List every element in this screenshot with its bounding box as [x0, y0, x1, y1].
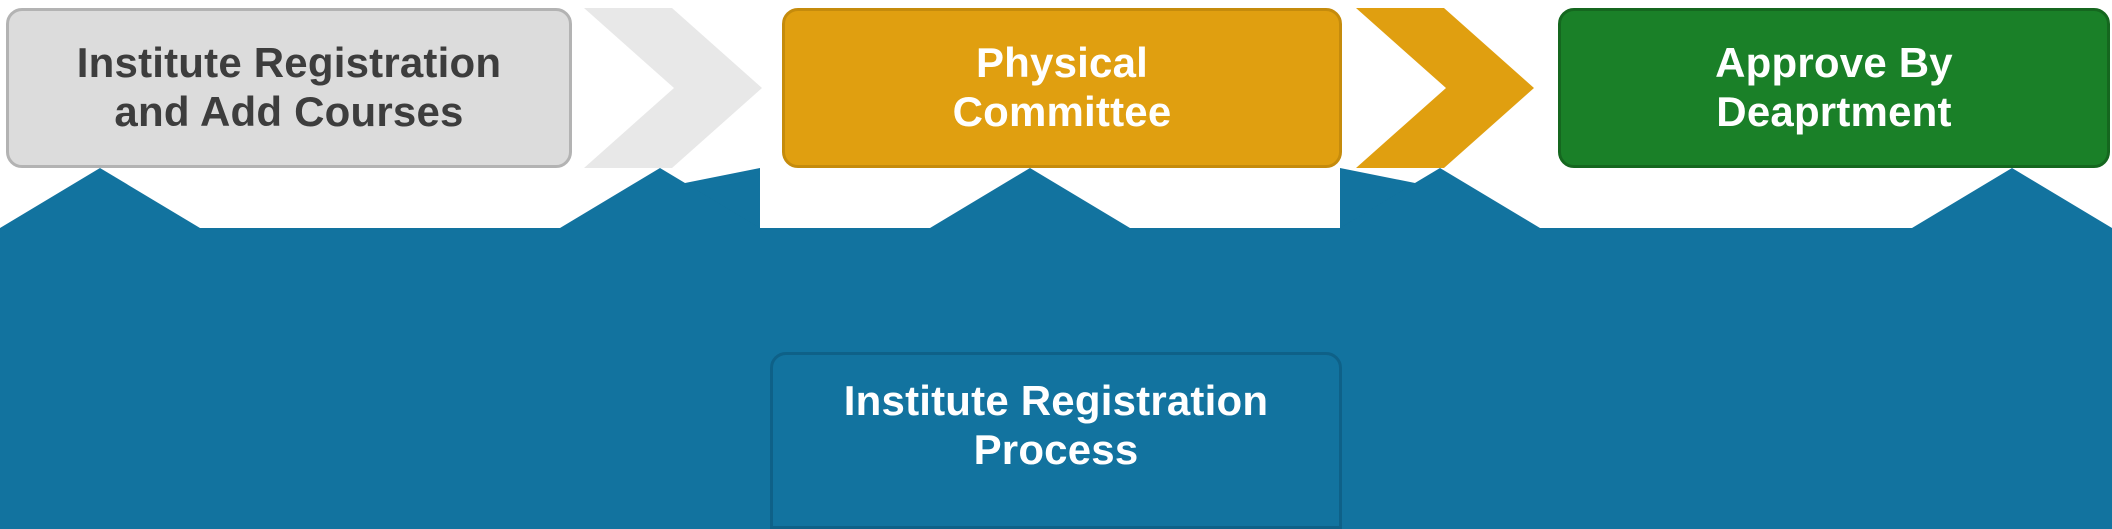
step-2-label-line1: Physical — [975, 39, 1149, 87]
step-3-label-line1: Approve By — [1715, 39, 1953, 87]
process-arrow-band — [0, 168, 2112, 529]
process-title-line2: Process — [973, 425, 1139, 473]
step-1-label: Institute Registration and Add Courses — [59, 39, 519, 136]
step-box-approve-by-department[interactable]: Approve By Deaprtment — [1558, 8, 2110, 168]
process-title-line1: Institute Registration — [843, 376, 1269, 424]
connector-2-chevron-icon — [1356, 8, 1534, 168]
process-title-label: Institute Registration Process — [826, 377, 1286, 504]
process-title-box: Institute Registration Process — [770, 352, 1342, 529]
step-3-label: Approve By Deaprtment — [1697, 39, 1971, 136]
step-box-institute-registration-and-add-courses[interactable]: Institute Registration and Add Courses — [6, 8, 572, 168]
step-1-label-line2: and Add Courses — [114, 88, 464, 135]
step-3-label-line2: Deaprtment — [1716, 88, 1952, 135]
step-box-physical-committee[interactable]: Physical Committee — [782, 8, 1342, 168]
connector-1-chevron-icon — [584, 8, 762, 168]
step-2-label-line2: Committee — [952, 88, 1172, 135]
step-2-label: Physical Committee — [935, 39, 1190, 136]
step-1-label-line1: Institute Registration — [76, 39, 502, 87]
